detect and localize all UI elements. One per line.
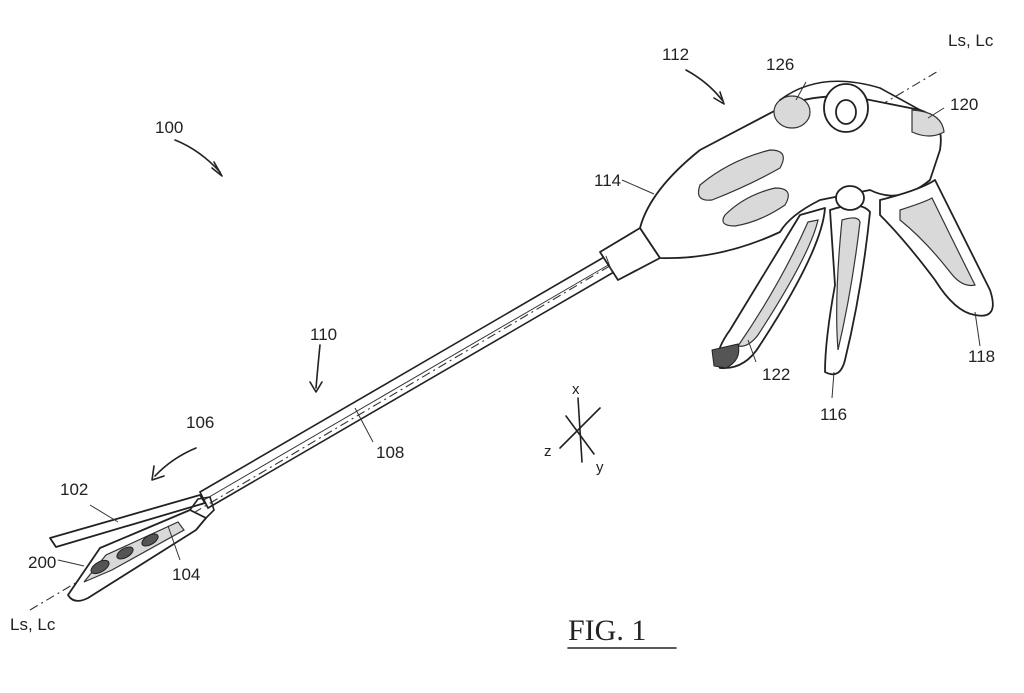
- label-102: 102: [60, 480, 88, 499]
- label-110: 110: [310, 325, 337, 344]
- handle-assembly-112: [599, 80, 994, 376]
- shaft-108: [199, 255, 615, 509]
- label-112: 112: [662, 45, 689, 64]
- label-118: 118: [968, 347, 995, 366]
- figure-caption: FIG. 1: [568, 614, 646, 647]
- axis-label-top-right: Ls, Lc: [948, 31, 994, 50]
- label-120: 120: [950, 95, 978, 114]
- coordinate-axes: x y z: [544, 381, 604, 476]
- label-114: 114: [594, 171, 621, 190]
- cartridge-200: [90, 533, 159, 575]
- housing-114: [639, 95, 942, 260]
- leader-lines: [57, 69, 981, 567]
- label-116: 116: [820, 405, 847, 424]
- label-122: 122: [762, 365, 790, 384]
- label-106: 106: [186, 413, 214, 432]
- axis-y-label: y: [596, 459, 604, 476]
- end-effector-106: [49, 494, 215, 602]
- label-100: 100: [155, 118, 183, 137]
- knob-126: [773, 80, 921, 133]
- label-108: 108: [376, 443, 404, 462]
- axis-z-label: z: [544, 443, 552, 460]
- label-200: 200: [28, 553, 56, 572]
- axis-x-label: x: [572, 381, 580, 398]
- label-104: 104: [172, 565, 200, 584]
- knob-120: [911, 109, 945, 137]
- label-126: 126: [766, 55, 794, 74]
- axis-label-bottom-left: Ls, Lc: [10, 615, 56, 634]
